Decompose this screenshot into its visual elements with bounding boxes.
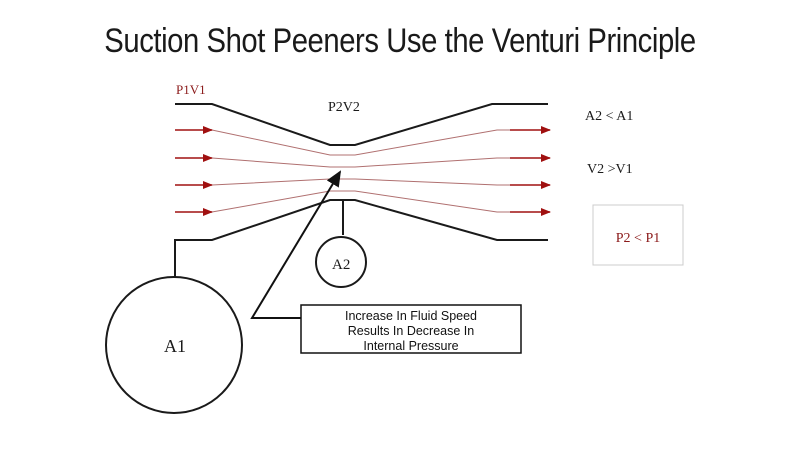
callout-box <box>300 304 522 354</box>
callout-line-3: Internal Pressure <box>363 339 458 353</box>
streamline <box>175 178 548 186</box>
callout-arrow <box>250 170 342 319</box>
a2-label: A2 <box>332 257 350 273</box>
pipe-top-wall <box>175 103 548 146</box>
p2-lt-p1-label: P2 < P1 <box>616 231 660 246</box>
p2v2-label: P2V2 <box>328 100 360 115</box>
a2-lt-a1-label: A2 < A1 <box>585 109 633 124</box>
v2-gt-v1-label: V2 >V1 <box>587 162 633 177</box>
inlet-arrows <box>175 126 213 216</box>
a1-label: A1 <box>164 336 186 356</box>
a2-pressure-gauge <box>315 236 367 288</box>
pressure-comparison-box <box>592 204 684 266</box>
p1v1-label: P1V1 <box>176 82 206 97</box>
a1-pressure-gauge <box>105 276 243 414</box>
page-title: Suction Shot Peeners Use the Venturi Pri… <box>104 22 696 60</box>
pipe-bottom-wall <box>174 199 548 277</box>
callout-line-2: Results In Decrease In <box>348 324 474 338</box>
callout-line-1: Increase In Fluid Speed <box>345 309 477 323</box>
outlet-arrows <box>510 126 551 216</box>
streamline <box>175 157 548 168</box>
